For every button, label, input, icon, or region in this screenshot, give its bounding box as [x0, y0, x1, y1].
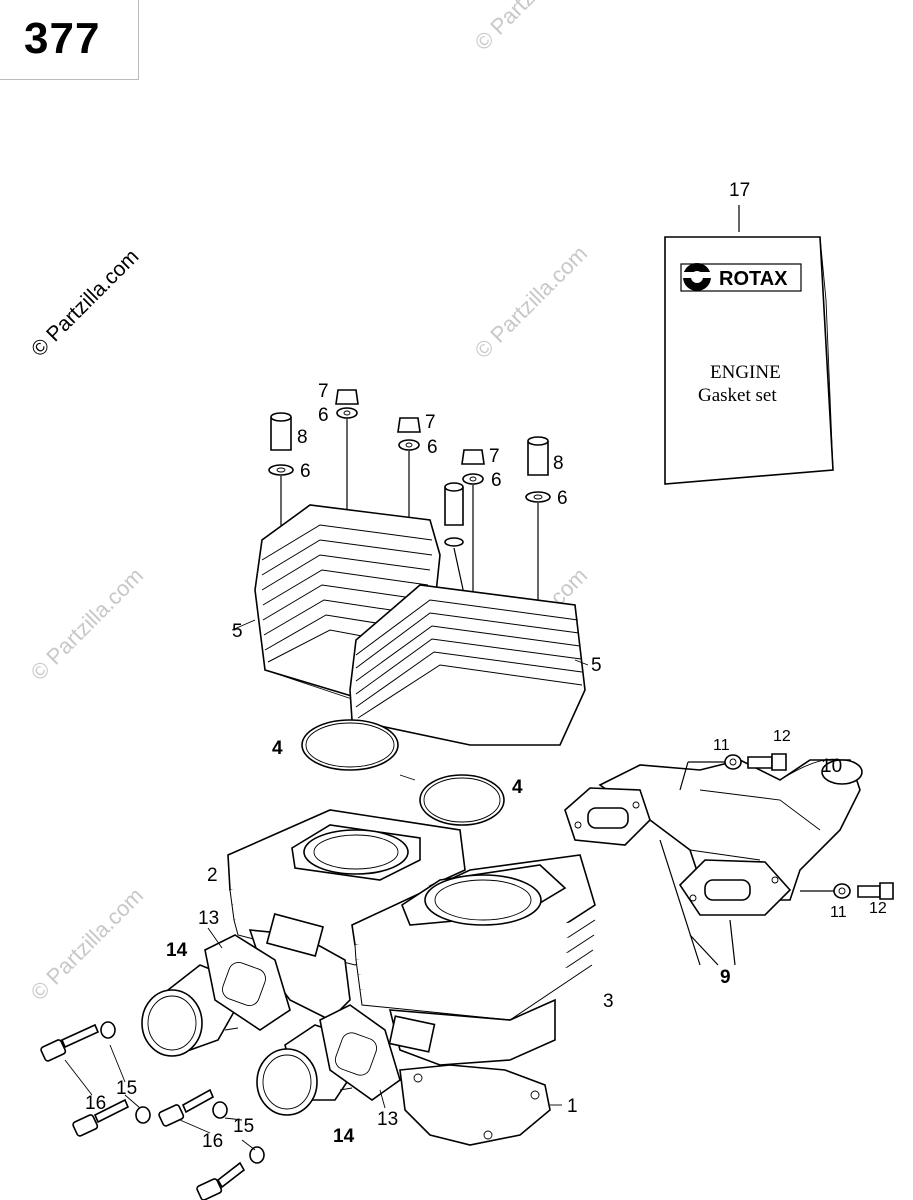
- intake-gasket-left[interactable]: [204, 934, 291, 1031]
- page-number: 377: [24, 14, 101, 63]
- cylinder-head-right[interactable]: [349, 584, 586, 746]
- gasket-kit-box[interactable]: ROTAX ENGINE Gasket set: [664, 205, 834, 485]
- intake-bolt-4[interactable]: [196, 1146, 265, 1200]
- callout-7b: 7: [425, 412, 436, 433]
- callout-11b: 11: [830, 904, 847, 921]
- o-ring-right[interactable]: [419, 774, 505, 826]
- callout-11a: 11: [713, 737, 730, 754]
- callout-15a: 15: [116, 1078, 137, 1099]
- cylinder-right[interactable]: [351, 854, 596, 1066]
- callout-14a: 14: [166, 940, 188, 961]
- callout-10: 10: [821, 756, 842, 777]
- callout-17: 17: [729, 180, 750, 201]
- o-ring-left[interactable]: [301, 719, 399, 771]
- callout-8a: 8: [297, 427, 308, 448]
- callout-4a: 4: [272, 738, 283, 759]
- exhaust-gasket-upper[interactable]: [564, 787, 651, 846]
- callout-9: 9: [720, 967, 731, 988]
- exhaust-bolt-lower[interactable]: [800, 882, 894, 900]
- intake-bolt-1[interactable]: [40, 1021, 116, 1062]
- exhaust-bolt-upper[interactable]: [679, 753, 787, 791]
- callout-13b: 13: [377, 1109, 398, 1130]
- callout-2: 2: [207, 865, 218, 886]
- callout-4b: 4: [512, 777, 523, 798]
- callout-13a: 13: [198, 908, 219, 929]
- callout-8b: 8: [553, 453, 564, 474]
- callout-6b: 6: [318, 405, 329, 426]
- intake-bolt-3[interactable]: [158, 1088, 228, 1127]
- callout-16b: 16: [202, 1131, 223, 1152]
- callout-6a: 6: [300, 461, 311, 482]
- exhaust-manifold[interactable]: [598, 758, 863, 901]
- callout-6d: 6: [491, 470, 502, 491]
- kit-line-1: ENGINE: [710, 362, 781, 383]
- kit-brand: ROTAX: [719, 268, 788, 290]
- callout-3: 3: [603, 991, 614, 1012]
- callout-6c: 6: [427, 437, 438, 458]
- callout-5a: 5: [232, 621, 243, 642]
- callout-12a: 12: [773, 728, 791, 745]
- callout-7c: 7: [489, 446, 500, 467]
- callout-1: 1: [567, 1096, 578, 1117]
- gear-logo-icon: [683, 263, 711, 291]
- callout-5b: 5: [591, 655, 602, 676]
- exhaust-gasket-lower[interactable]: [678, 859, 792, 916]
- callout-16a: 16: [85, 1093, 106, 1114]
- callout-7a: 7: [318, 381, 329, 402]
- callout-14b: 14: [333, 1126, 355, 1147]
- intake-bolt-2[interactable]: [72, 1098, 151, 1137]
- base-gasket[interactable]: [399, 1064, 551, 1146]
- intake-gasket-right[interactable]: [319, 1004, 401, 1101]
- callout-12b: 12: [869, 900, 887, 917]
- page-number-box: 377: [0, 0, 139, 80]
- callout-6e: 6: [557, 488, 568, 509]
- kit-line-2: Gasket set: [698, 385, 777, 406]
- callout-15b: 15: [233, 1116, 254, 1137]
